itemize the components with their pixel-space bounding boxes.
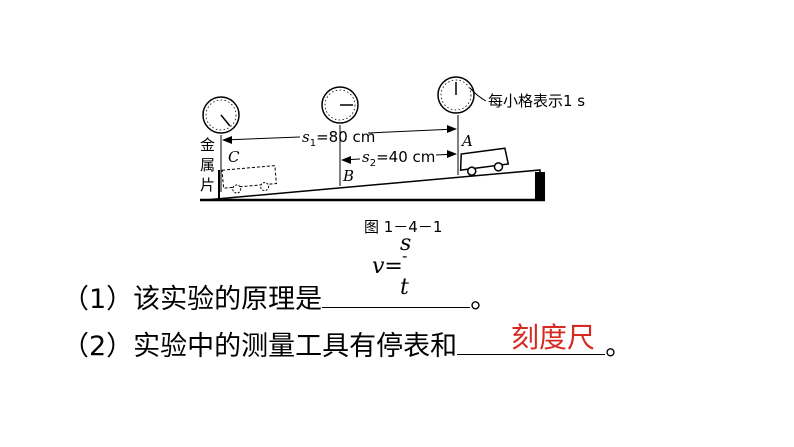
experiment-figure: 每小格表示1 s s1=80 cm s2=40 cm C B A 金 属 片 图…: [200, 76, 585, 236]
formula-numerator: s: [400, 231, 412, 256]
metal-plate-label-3: 片: [200, 176, 215, 194]
s1-arrowhead-right: [447, 125, 457, 133]
point-label-a: A: [460, 132, 473, 150]
stopwatch-icon-a: [437, 76, 475, 114]
s1-arrowhead-left: [222, 136, 232, 144]
stopwatch-icon-b: [321, 86, 359, 124]
metal-plate-label-2: 属: [200, 156, 215, 174]
question-2-prefix: （2）实验中的测量工具有停表和: [62, 331, 458, 362]
formula-lhs: v=: [372, 254, 403, 279]
cart-at-a: [459, 147, 510, 176]
answer-blank-1[interactable]: [322, 307, 471, 308]
s1-arrow-right: [367, 128, 457, 134]
s2-arrowhead-right: [447, 150, 457, 158]
note-leader-line: [469, 87, 487, 102]
formula-denominator: t: [400, 275, 409, 300]
metal-plate-label-1: 金: [200, 136, 215, 154]
point-label-b: B: [342, 167, 354, 185]
cart-dashed-at-c: [221, 165, 277, 194]
question-1: （1）该实验的原理是 。: [62, 277, 497, 316]
s1-arrow-left: [222, 136, 301, 141]
support-block: [535, 172, 545, 200]
clock-note: 每小格表示1 s: [488, 92, 585, 110]
s1-label: s1=80 cm: [302, 128, 375, 149]
s2-label: s2=40 cm: [362, 148, 435, 169]
question-1-prefix: （1）该实验的原理是: [62, 284, 323, 315]
question-1-suffix: 。: [470, 284, 498, 315]
formula-bar: -: [402, 246, 408, 265]
answer-2-text: 刻度尺: [511, 321, 596, 354]
point-label-c: C: [228, 148, 240, 166]
question-2: （2）实验中的测量工具有停表和 。: [62, 324, 632, 363]
answer-blank-2[interactable]: [457, 354, 606, 355]
s2-arrowhead-left: [341, 156, 351, 164]
question-2-suffix: 。: [605, 331, 633, 362]
stopwatch-icon-c: [202, 96, 240, 134]
figure-caption: 图 1－4－1: [364, 218, 442, 236]
